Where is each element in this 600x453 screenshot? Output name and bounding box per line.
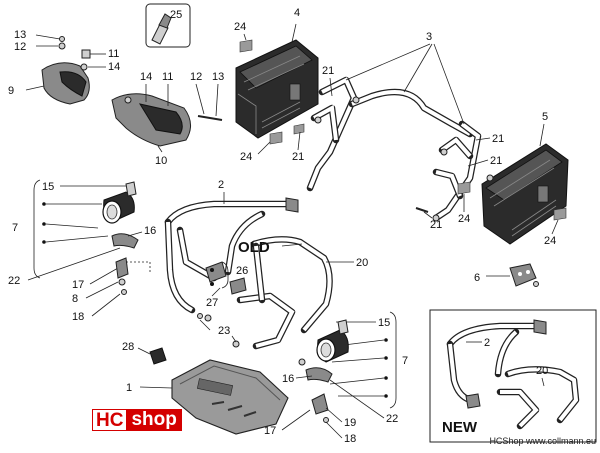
crash-bars-old: 2 20 OLD: [164, 179, 368, 350]
callout-18a: 18: [72, 311, 84, 323]
new-inset: 2 20 NEW: [429, 309, 597, 443]
callout-11b: 11: [162, 71, 173, 83]
callout-21d: 21: [490, 155, 502, 167]
callout-13b: 13: [212, 71, 224, 83]
label-new: NEW: [442, 419, 478, 436]
callout-17b: 17: [264, 425, 276, 437]
callout-26: 26: [236, 265, 248, 277]
callout-16a: 16: [144, 225, 156, 237]
callout-27: 27: [206, 297, 218, 309]
logo-hc-text: HC: [92, 409, 127, 431]
callout-24d: 24: [544, 235, 556, 247]
callout-2b: 2: [484, 337, 490, 349]
callout-3: 3: [426, 31, 432, 43]
callout-6: 6: [474, 272, 480, 284]
callout-13a: 13: [14, 29, 26, 41]
callout-25: 25: [170, 9, 182, 21]
reflector-24b: 24: [240, 131, 283, 163]
reflector-21-bracket: 21: [292, 123, 305, 163]
label-old: OLD: [238, 239, 270, 256]
logo-shop-text: shop: [126, 409, 182, 431]
part-25-box: 25: [145, 3, 191, 48]
callout-20b: 20: [536, 365, 548, 377]
callout-14b: 14: [140, 71, 152, 83]
callout-11a: 11: [108, 48, 119, 60]
callout-7a: 7: [12, 222, 18, 234]
callout-19: 19: [344, 417, 356, 429]
callout-14a: 14: [108, 61, 120, 73]
reflector-24c: 24: [457, 181, 471, 225]
callout-10: 10: [155, 155, 167, 167]
spotlight-right-group: 7 15 16 22: [282, 311, 408, 425]
callout-5: 5: [542, 111, 548, 123]
callout-8: 8: [72, 293, 78, 305]
handguard-left-group: 9 13 12 11 14: [8, 29, 120, 105]
spotlight-left-group: 7 15 16 22: [8, 179, 156, 287]
callout-9: 9: [8, 85, 14, 97]
callout-15a: 15: [42, 181, 54, 193]
callout-23: 23: [218, 325, 230, 337]
callout-24a: 24: [234, 21, 246, 33]
callout-12a: 12: [14, 41, 26, 53]
callout-1: 1: [126, 382, 132, 394]
bolt-21: 21: [415, 207, 442, 231]
callout-18b: 18: [344, 433, 356, 445]
part-6: 6: [474, 263, 539, 287]
callout-22a: 22: [8, 275, 20, 287]
callout-21a: 21: [322, 65, 334, 77]
fasteners-old: 26 27 23: [197, 261, 248, 348]
callout-15b: 15: [378, 317, 390, 329]
part-28: 28: [122, 341, 167, 365]
callout-4: 4: [294, 7, 300, 19]
callout-16b: 16: [282, 373, 294, 385]
callout-21-bolt: 21: [430, 219, 442, 231]
mount-left-group: 17 8 18: [72, 257, 151, 323]
hcshop-logo: HC shop: [92, 409, 182, 431]
callout-17a: 17: [72, 279, 84, 291]
callout-20a: 20: [356, 257, 368, 269]
pannier-case-right: 5: [481, 111, 569, 245]
mount-right-group: 17 19 18: [264, 393, 356, 445]
pannier-frame: 3 21 21 21: [306, 31, 504, 222]
callout-21c: 21: [492, 133, 504, 145]
callout-7b: 7: [402, 355, 408, 367]
handguard-right-group: 10 14 11 12 13: [111, 71, 224, 167]
callout-24c: 24: [458, 213, 470, 225]
callout-12b: 12: [190, 71, 202, 83]
callout-21b: 21: [292, 151, 304, 163]
callout-28: 28: [122, 341, 134, 353]
pannier-case-left: 4: [235, 7, 319, 139]
callout-24b: 24: [240, 151, 252, 163]
skid-plate: 1: [126, 359, 289, 435]
callout-2: 2: [218, 179, 224, 191]
callout-22b: 22: [386, 413, 398, 425]
footer-credit: HCShop www.collmann.eu: [489, 436, 596, 446]
reflector-24a: 24: [234, 21, 253, 53]
reflector-24d: 24: [544, 207, 567, 247]
